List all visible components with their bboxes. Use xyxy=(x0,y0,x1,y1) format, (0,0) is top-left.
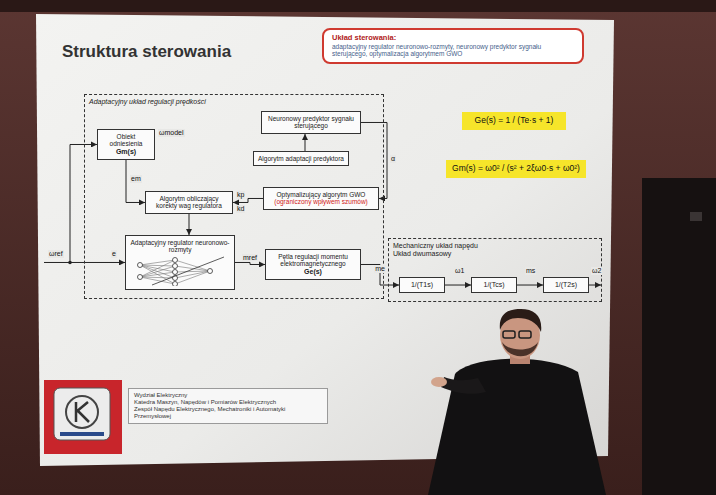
presenter-beard xyxy=(502,342,538,356)
controller-box: Adaptacyjny regulator neuronowo-rozmyty xyxy=(125,235,235,290)
net-link xyxy=(175,271,210,284)
node-subtext: Układ dwumasowy xyxy=(393,250,597,258)
dark-panel xyxy=(642,178,716,495)
signal-label: me xyxy=(374,265,386,273)
net-neuron xyxy=(173,263,178,268)
node-text: Mechaniczny układ napędu xyxy=(393,242,597,250)
signal-connector xyxy=(445,285,471,286)
subsystem-frame: Mechaniczny układ napęduUkład dwumasowy 1… xyxy=(388,238,602,302)
node-text: 1/(T1s) xyxy=(404,281,440,289)
signal-label: e xyxy=(111,250,117,258)
signal-label: mref xyxy=(242,254,258,262)
node-subtext: (ograniczony wpływem szumów) xyxy=(268,198,374,205)
neural-net-icon xyxy=(130,256,230,286)
node-text: Układ sterowania: xyxy=(332,34,574,43)
formula-box: Ge(s) = 1 / (Te·s + 1) xyxy=(462,112,566,130)
footer-box: Wydział ElektrycznyKatedra Maszyn, Napęd… xyxy=(128,388,328,424)
signal-connector xyxy=(189,214,190,235)
faculty-logo xyxy=(44,380,122,454)
signal-connector xyxy=(517,285,543,286)
logo-band xyxy=(60,432,104,436)
process-box: Pętla regulacji momentu elektromagnetycz… xyxy=(265,249,361,280)
transfer-block: 1/(T1s) xyxy=(399,277,445,293)
signal-connector xyxy=(361,264,399,285)
presenter-body xyxy=(428,359,606,495)
signal-label: ωmodel xyxy=(158,129,185,137)
node-text: Pętla regulacji momentu elektromagnetycz… xyxy=(270,253,356,268)
signal-label: ω1 xyxy=(454,267,465,275)
glasses-right xyxy=(519,331,531,338)
node-subtext: Gm(s) xyxy=(102,148,150,156)
node-text: 1/(T2s) xyxy=(548,281,584,289)
transfer-block: 1/(Tcs) xyxy=(471,277,517,293)
signal-label: kp xyxy=(236,191,245,199)
slide-title: Struktura sterowania xyxy=(62,42,231,62)
node-subtext: adaptacyjny regulator neuronowo-rozmyty,… xyxy=(332,43,574,58)
node-text: Ge(s) = 1 / (Te·s + 1) xyxy=(468,116,560,126)
net-link xyxy=(140,272,175,277)
node-text: Neuronowy predyktor sygnału sterującego xyxy=(266,115,356,130)
presenter xyxy=(428,309,606,495)
signal-wire xyxy=(589,285,601,286)
net-neuron xyxy=(173,257,178,262)
net-neuron xyxy=(173,281,178,286)
node-text: Obiekt odniesienia xyxy=(102,133,150,148)
signal-label: ωref xyxy=(48,250,64,258)
node-text: Wydział Elektryczny xyxy=(134,392,322,399)
logo-mark xyxy=(76,402,89,422)
process-box: Neuronowy predyktor sygnału sterującego xyxy=(261,111,361,134)
net-link xyxy=(140,260,175,277)
glasses-left xyxy=(503,331,515,338)
net-link xyxy=(140,266,175,277)
process-box: Algorytm obliczający korekty wag regulat… xyxy=(145,191,233,214)
net-neuron xyxy=(208,268,213,273)
signal-connector xyxy=(305,134,306,151)
process-box: Algorytm adaptacji predyktora xyxy=(253,151,349,166)
signal-label: kd xyxy=(236,205,245,213)
callout-box: Układ sterowania:adaptacyjny regulator n… xyxy=(322,28,584,64)
wall-device xyxy=(690,212,702,221)
node-text: 1/(Tcs) xyxy=(476,281,512,289)
net-link xyxy=(175,266,210,271)
node-text: Optymalizujący algorytm GWO xyxy=(268,191,374,198)
logo-ring xyxy=(66,396,98,428)
formula-box: Gm(s) = ω0² / (s² + 2ξω0·s + ω0²) xyxy=(446,160,586,178)
signal-label: α xyxy=(390,155,396,163)
node-text: Algorytm obliczający korekty wag regulat… xyxy=(150,195,228,210)
presenter-hand xyxy=(431,377,447,387)
signal-connector xyxy=(126,160,145,202)
process-box: Obiekt odniesieniaGm(s) xyxy=(97,129,155,160)
presenter-hair xyxy=(500,309,541,332)
signal-label: ms xyxy=(525,267,536,275)
node-text: Gm(s) = ω0² / (s² + 2ξω0·s + ω0²) xyxy=(452,164,580,174)
net-link xyxy=(175,271,210,278)
signal-label: ω2 xyxy=(591,267,602,275)
signal-connector xyxy=(235,262,265,264)
node-text: Adaptacyjny układ regulacji prędkości xyxy=(89,98,379,106)
net-link xyxy=(140,265,175,278)
adaptation-slash xyxy=(152,257,224,285)
transfer-block: 1/(T2s) xyxy=(543,277,589,293)
process-box: Optymalizujący algorytm GWO(ograniczony … xyxy=(263,187,379,210)
node-text: Adaptacyjny regulator neuronowo-rozmyty xyxy=(130,239,230,254)
node-text: Algorytm adaptacji predyktora xyxy=(258,155,344,162)
node-subtext: Zespół Napędu Elektrycznego, Mechatronik… xyxy=(134,406,322,420)
net-neuron xyxy=(173,269,178,274)
logo-ground xyxy=(44,380,122,454)
signal-label: em xyxy=(130,175,142,183)
branch-dot xyxy=(68,261,72,265)
node-subtext: Ge(s) xyxy=(270,268,356,276)
net-neuron xyxy=(138,262,143,267)
net-neuron xyxy=(138,274,143,279)
ceiling-strip xyxy=(0,0,716,12)
presenter-arm xyxy=(441,377,486,394)
logo-plate xyxy=(54,388,110,440)
node-subtext: Katedra Maszyn, Napędów i Pomiarów Elekt… xyxy=(134,399,322,406)
subsystem-frame: Adaptacyjny układ regulacji prędkościObi… xyxy=(84,94,384,299)
